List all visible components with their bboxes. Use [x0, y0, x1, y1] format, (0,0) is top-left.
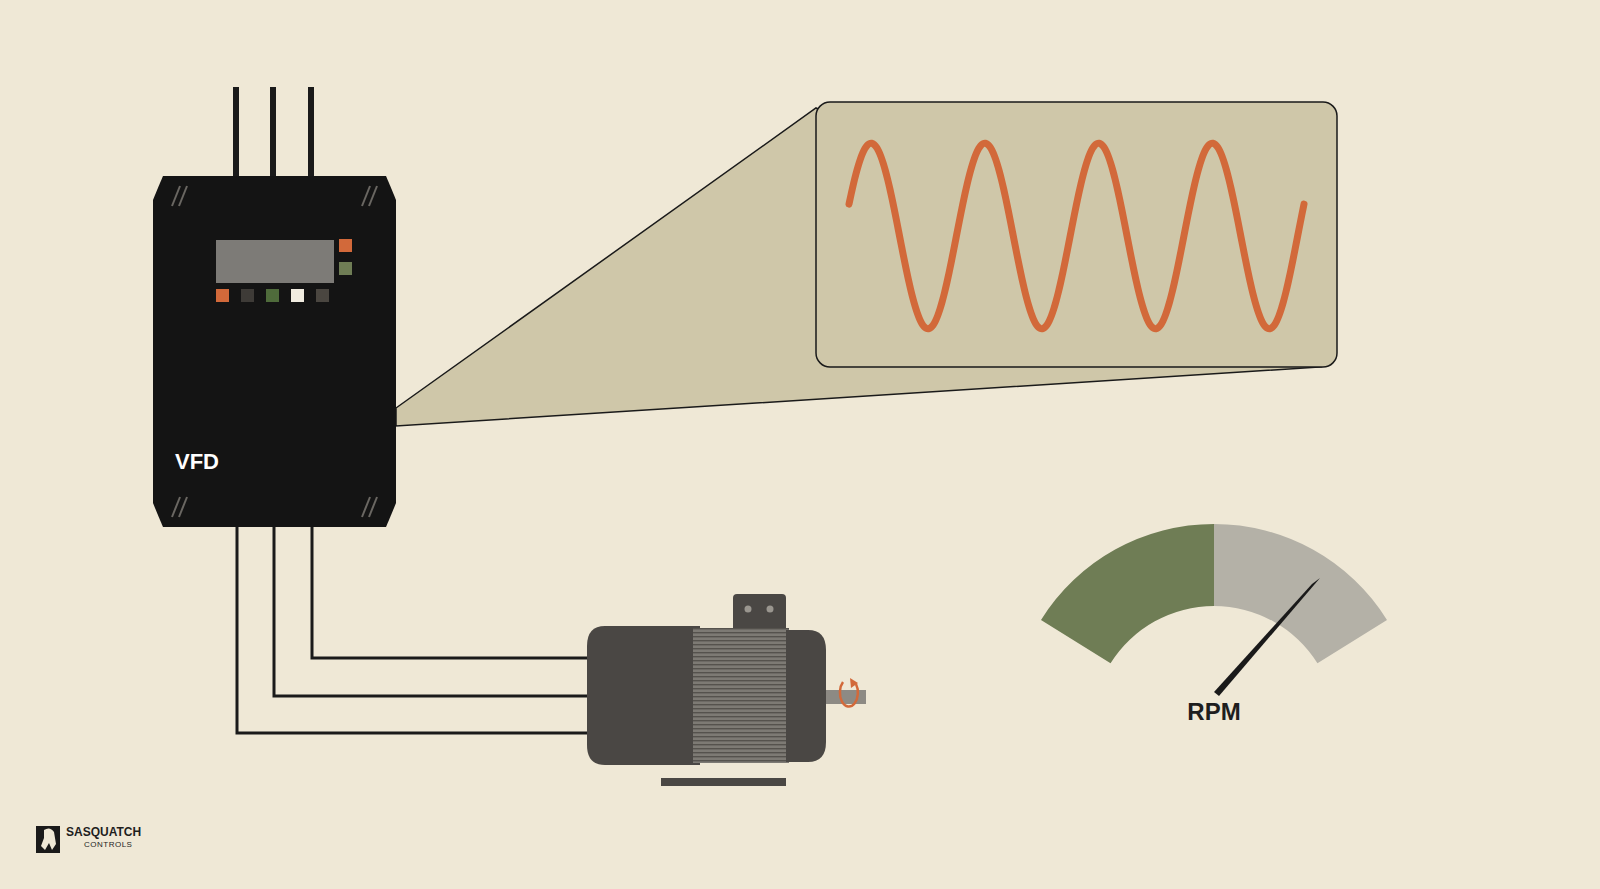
brand-subtitle: CONTROLS — [84, 840, 132, 849]
motor — [587, 594, 866, 786]
sine-wave — [849, 143, 1304, 329]
motor-wires — [237, 520, 590, 733]
device-label: VFD — [175, 449, 376, 475]
rpm-gauge — [1041, 524, 1387, 696]
callout-box — [816, 102, 1337, 367]
vfd-housing — [153, 176, 396, 527]
brand-name: SASQUATCH — [66, 825, 141, 839]
vfd-unit: VFD — [153, 176, 396, 527]
logo-icon — [36, 826, 60, 853]
input-terminals — [236, 87, 311, 180]
gauge-label: RPM — [1187, 698, 1240, 726]
